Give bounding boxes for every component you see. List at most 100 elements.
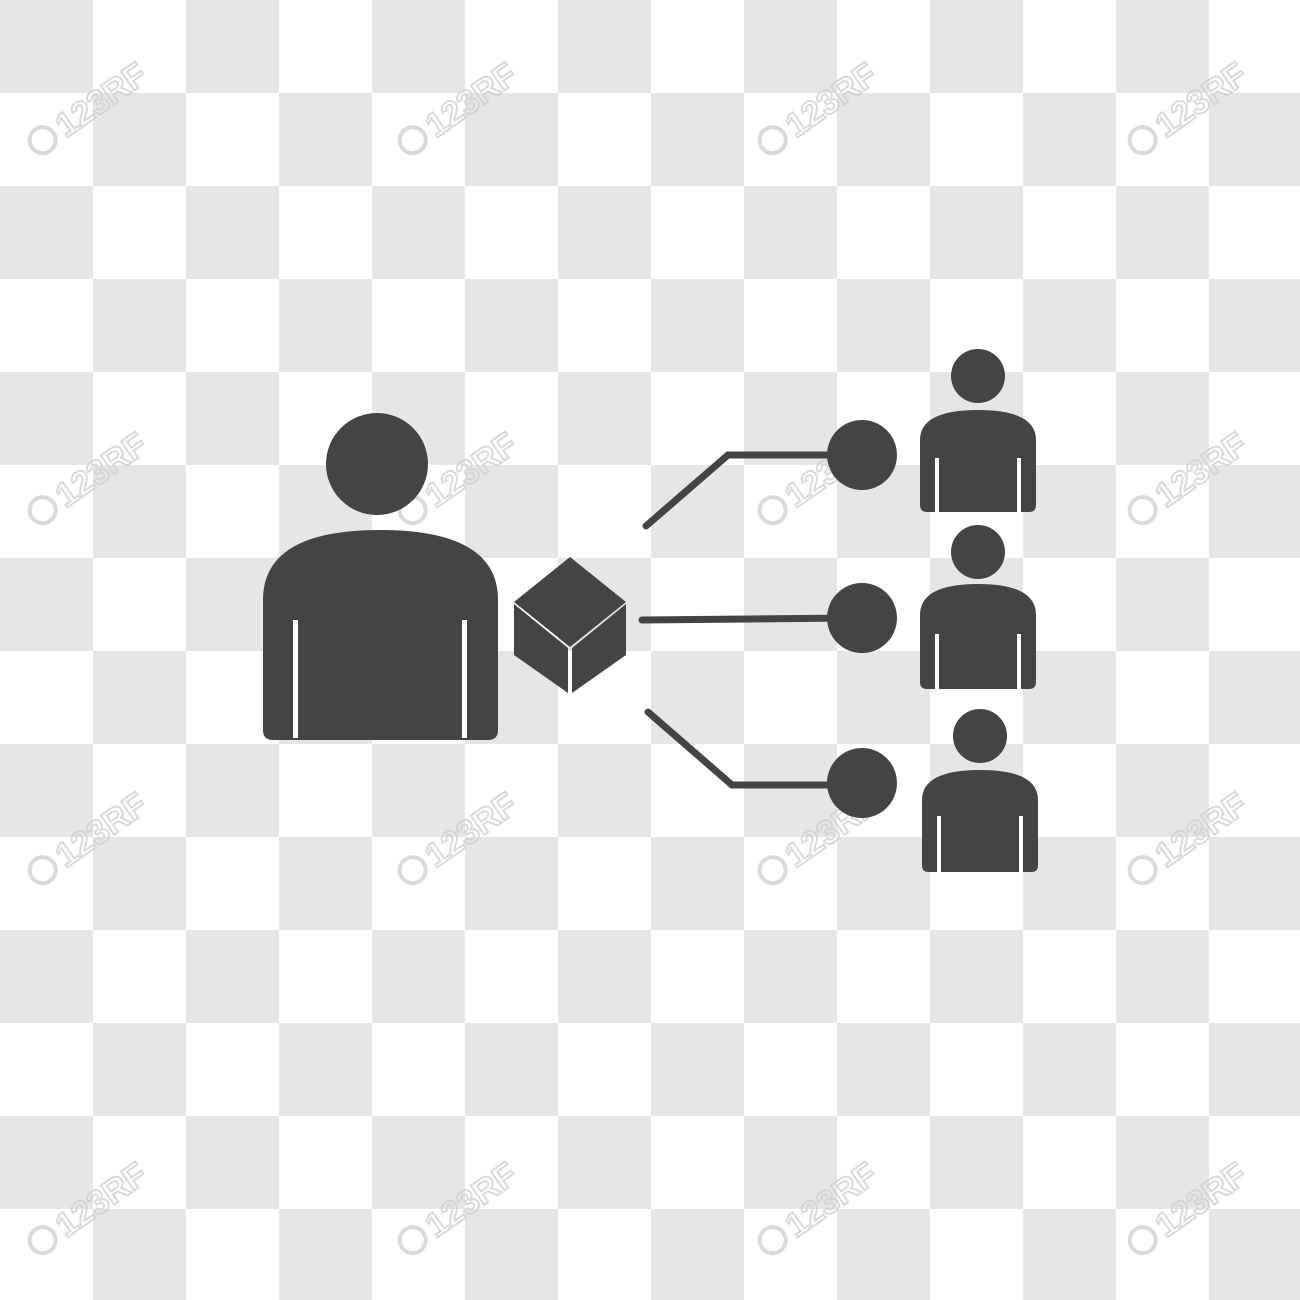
large-person-icon [263,413,498,740]
checker-square [1023,279,1116,372]
cube-left [514,604,568,693]
checker-square [651,93,744,186]
checker-square [1116,744,1209,837]
checker-square [1023,1209,1116,1300]
small-person-middle-head [951,525,1005,579]
checker-square [744,744,837,837]
connector-bottom [644,708,856,789]
checker-square [558,1116,651,1209]
checker-square [1209,279,1300,372]
checker-square [1116,372,1209,465]
checker-square [1023,1023,1116,1116]
large-person-arm-gap-right [462,620,467,738]
checker-square [930,1116,1023,1209]
checker-square [465,279,558,372]
checker-square [0,558,93,651]
checker-square [1023,465,1116,558]
checker-square [465,93,558,186]
small-person-top-head [951,349,1005,403]
small-person-bottom-gap-left [937,816,941,872]
checker-square [93,1023,186,1116]
checker-square [0,744,93,837]
checker-square [558,186,651,279]
cube-top [514,557,626,647]
checker-square [186,744,279,837]
checker-square [744,1116,837,1209]
small-person-middle-gap-right [1017,634,1021,689]
checker-square [837,1023,930,1116]
small-person-top-gap-right [1017,458,1021,512]
connector-lines [638,451,856,789]
checker-square [1023,93,1116,186]
checker-square [558,744,651,837]
checker-square [930,186,1023,279]
checker-square [93,465,186,558]
checker-square [651,279,744,372]
checker-square [1116,1116,1209,1209]
distribution-icon [263,349,1038,872]
checker-square [744,930,837,1023]
checker-square [558,372,651,465]
checker-square [837,837,930,930]
checker-square [93,651,186,744]
checker-square [1023,837,1116,930]
checker-square [465,837,558,930]
checker-square [465,1209,558,1300]
large-person-arm-gap-left [293,620,298,738]
checker-square [837,93,930,186]
checker-square [1209,465,1300,558]
small-person-bottom-head [953,709,1007,763]
checker-square [279,1023,372,1116]
checker-square [558,0,651,93]
checker-square [0,930,93,1023]
checker-square [186,186,279,279]
checker-square [744,372,837,465]
checker-square [651,837,744,930]
checker-square [0,372,93,465]
checker-square [279,93,372,186]
checker-square [186,1116,279,1209]
checker-square [93,1209,186,1300]
small-person-bottom-body [922,770,1038,872]
checker-square [372,744,465,837]
cube-right [572,604,626,693]
checker-square [558,930,651,1023]
checker-square [372,1116,465,1209]
checker-square [744,0,837,93]
checker-square [837,279,930,372]
small-person-top-icon [920,349,1036,512]
checker-square [744,186,837,279]
checker-square [465,1023,558,1116]
small-person-bottom-gap-right [1019,816,1023,872]
checker-square [1116,930,1209,1023]
checker-square [1209,1023,1300,1116]
checker-square [0,186,93,279]
cube-icon [514,557,626,693]
small-person-top-body [920,410,1036,512]
small-person-middle-gap-left [935,634,939,689]
checker-square [186,0,279,93]
checker-square [93,837,186,930]
small-person-top-gap-left [935,458,939,512]
small-person-middle-icon [920,525,1036,689]
checker-square [930,930,1023,1023]
connector-node-bottom [827,748,897,818]
checker-square [372,930,465,1023]
checker-square [930,0,1023,93]
checker-square [0,1116,93,1209]
checker-square [1209,93,1300,186]
large-person-body [263,530,498,740]
checker-square [93,93,186,186]
checker-square [1116,186,1209,279]
checker-square [1209,837,1300,930]
small-person-bottom-icon [922,709,1038,872]
checker-square [0,0,93,93]
checker-square [1116,558,1209,651]
checker-square [465,465,558,558]
checker-square [93,279,186,372]
small-person-middle-body [920,584,1036,689]
checker-square [279,279,372,372]
connector-node-middle [827,583,897,653]
